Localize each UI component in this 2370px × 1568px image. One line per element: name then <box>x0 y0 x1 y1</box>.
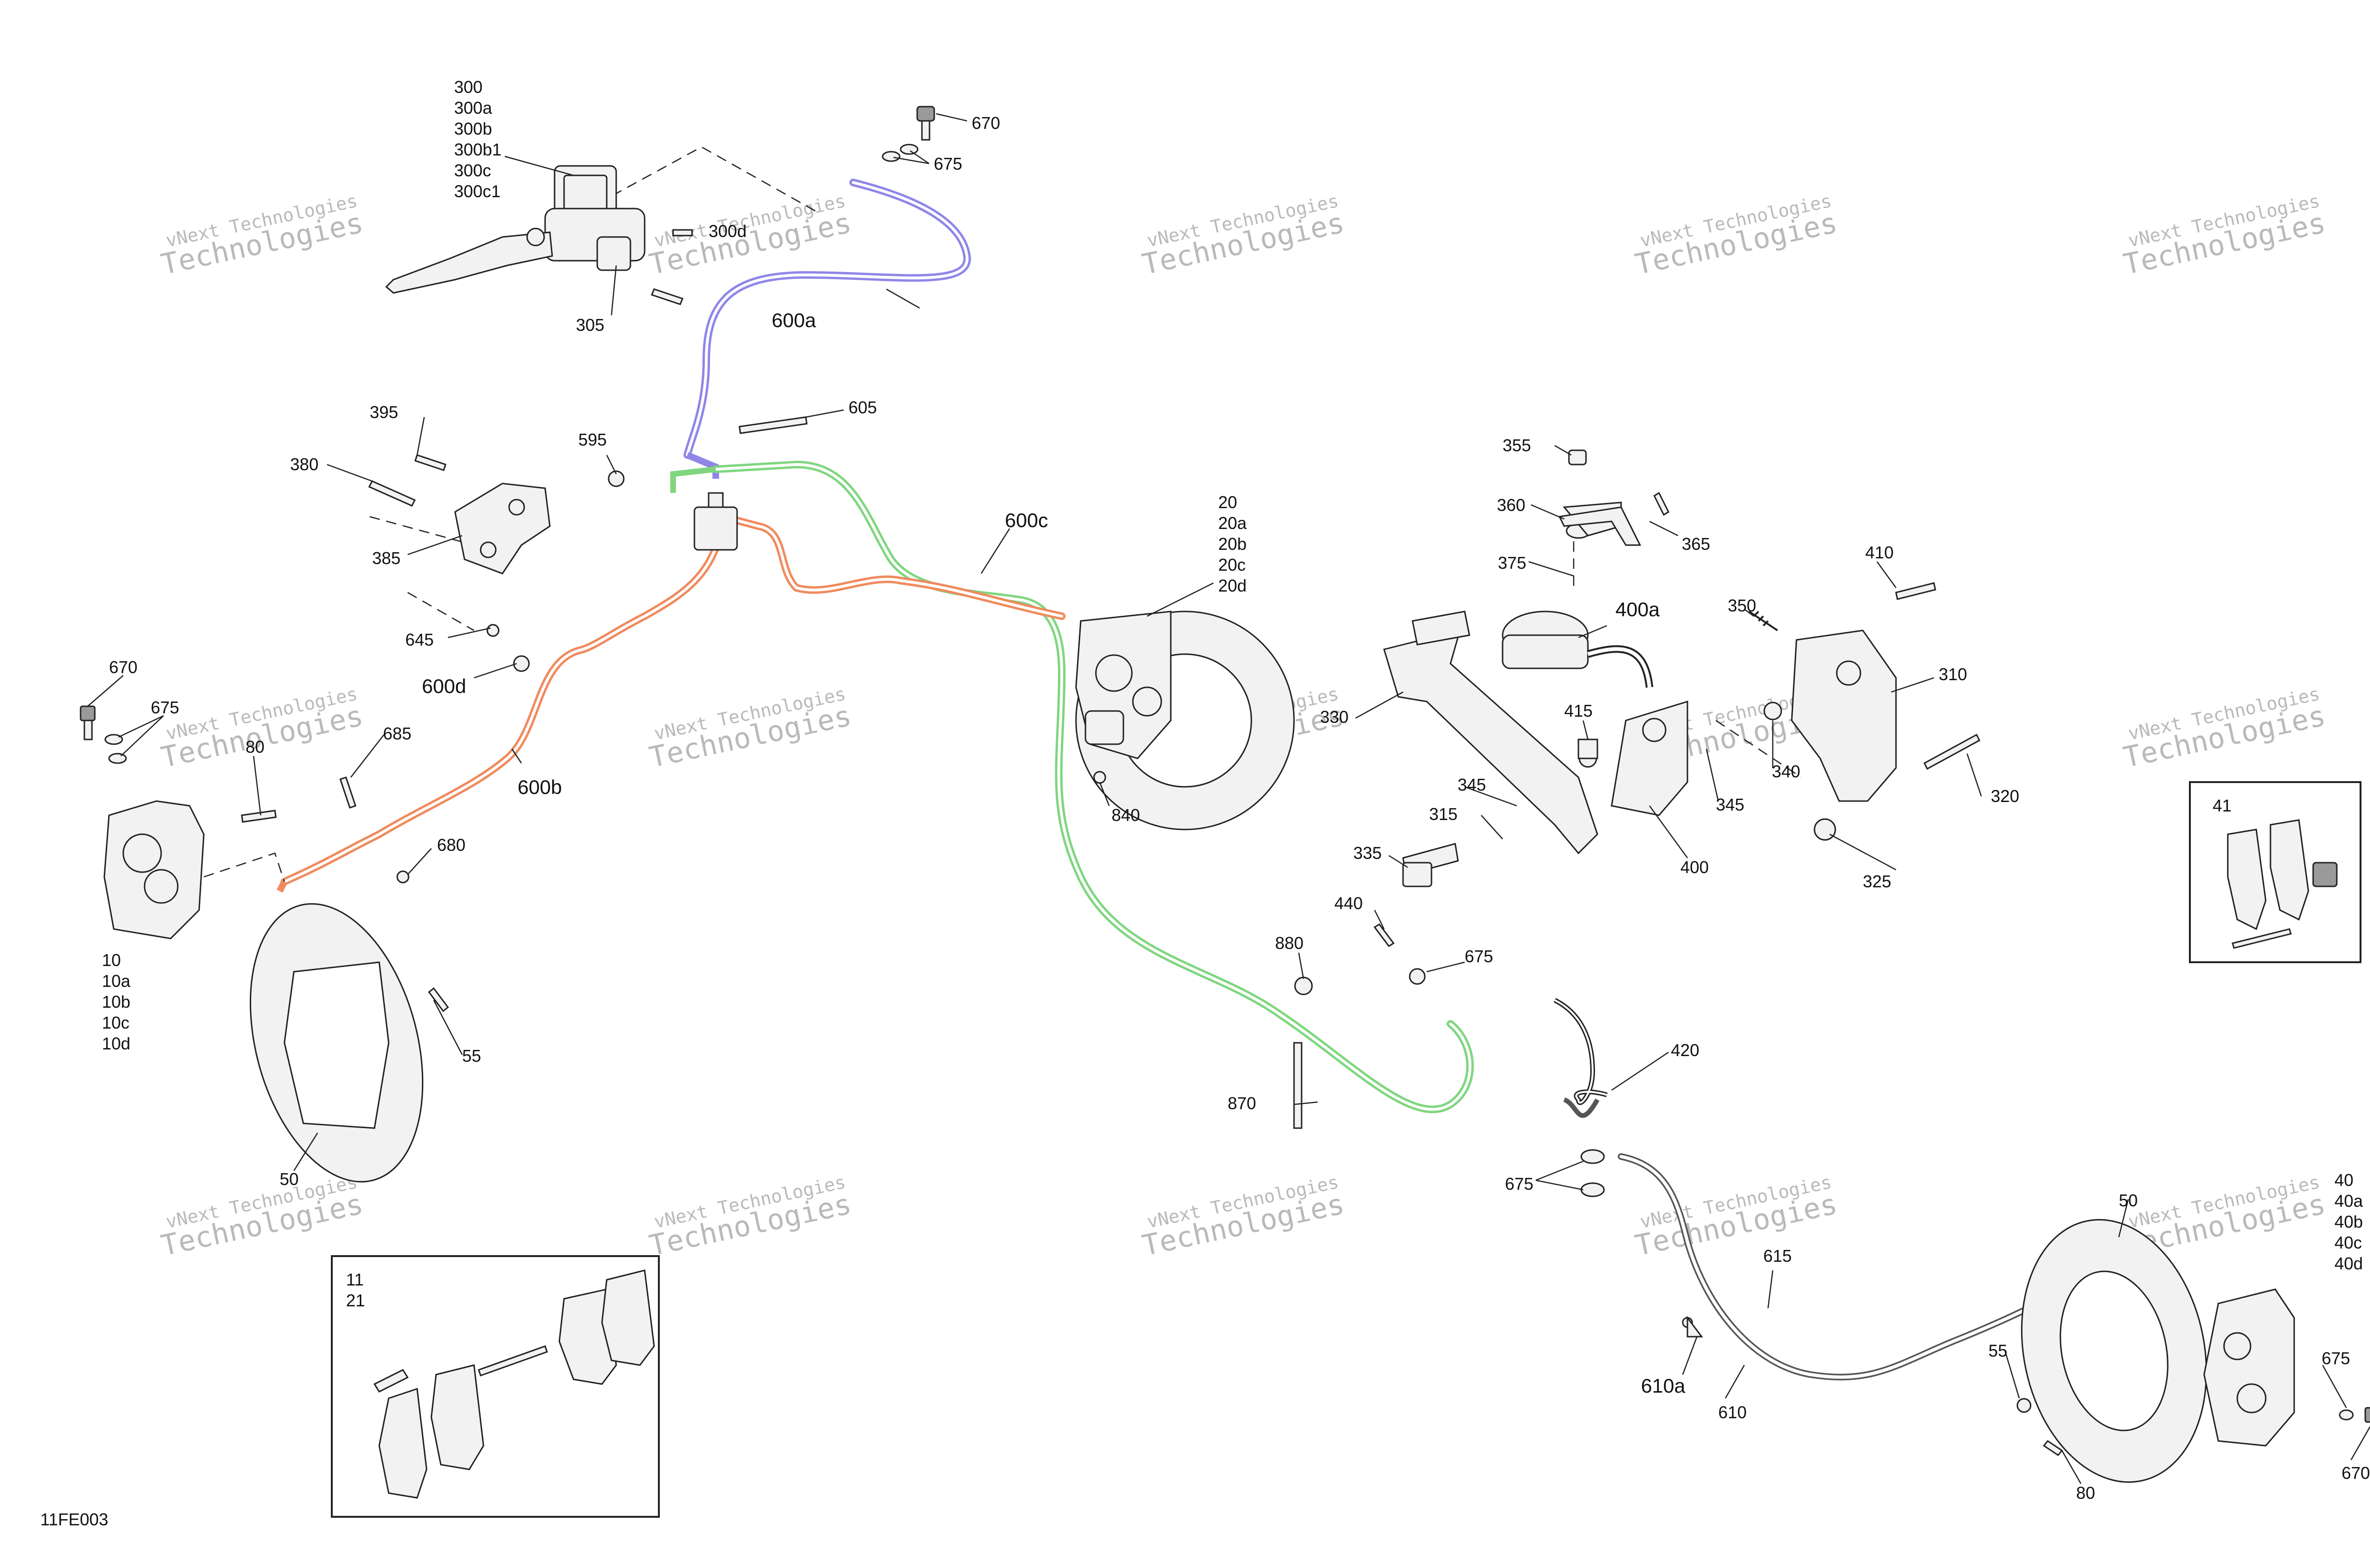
callout-365: 365 <box>1682 534 1710 554</box>
callout-80: 80 <box>246 737 264 757</box>
callout-20: 20 <box>1218 492 1237 512</box>
callout-21: 21 <box>346 1291 365 1310</box>
callout-675: 675 <box>151 698 179 717</box>
callout-610: 610 <box>1718 1403 1747 1422</box>
callout-10a: 10a <box>102 971 131 991</box>
callout-40d: 40d <box>2334 1254 2363 1273</box>
callout-600a: 600a <box>772 309 816 331</box>
callout-400a: 400a <box>1615 598 1660 620</box>
callout-595: 595 <box>578 430 607 449</box>
callout-20a: 20a <box>1218 513 1247 533</box>
callout-300d: 300d <box>709 221 747 241</box>
leader-lines <box>87 113 2370 1484</box>
callout-340: 340 <box>1772 762 1800 781</box>
callout-355: 355 <box>1503 436 1531 455</box>
callout-645: 645 <box>405 630 434 649</box>
parts <box>80 106 2370 1518</box>
callout-300c1: 300c1 <box>454 182 501 201</box>
abs-sensor-cable-420 <box>1553 998 1608 1105</box>
callout-380: 380 <box>290 455 319 474</box>
front-master-cylinder-300 <box>385 165 693 305</box>
brake-junction-block <box>608 416 808 551</box>
callout-50: 50 <box>280 1169 299 1189</box>
callout-320: 320 <box>1991 786 2019 806</box>
callout-675: 675 <box>934 154 962 173</box>
callout-300c: 300c <box>454 161 491 180</box>
callout-600b: 600b <box>518 776 562 798</box>
callout-680: 680 <box>437 835 465 855</box>
callout-670: 670 <box>972 113 1000 133</box>
callout-600d: 600d <box>422 675 466 697</box>
callout-10: 10 <box>102 950 121 970</box>
callout-610a: 610a <box>1641 1375 1686 1397</box>
callout-300: 300 <box>454 77 483 97</box>
callout-375: 375 <box>1498 553 1526 573</box>
callout-labels: 300 300a 300b 300b1 300c 300c1 300d 305 … <box>40 77 2370 1529</box>
callout-325: 325 <box>1863 872 1891 891</box>
brake-pedal-330 <box>1383 611 1598 887</box>
callout-330: 330 <box>1320 707 1349 727</box>
bracket-360 <box>1558 449 1669 546</box>
callout-675: 675 <box>2322 1349 2350 1368</box>
callout-40b: 40b <box>2334 1212 2363 1231</box>
callout-400: 400 <box>1680 857 1709 877</box>
callout-440: 440 <box>1334 893 1363 913</box>
callout-50: 50 <box>2119 1191 2138 1210</box>
callout-40a: 40a <box>2334 1191 2363 1211</box>
callout-600c: 600c <box>1005 509 1048 531</box>
callout-670: 670 <box>109 657 137 677</box>
callout-40c: 40c <box>2334 1233 2362 1252</box>
rear-brake-caliper-40 <box>2016 1219 2370 1483</box>
callout-605: 605 <box>848 398 877 417</box>
callout-305: 305 <box>576 315 604 335</box>
front-right-brake-caliper-20 <box>1075 611 1295 830</box>
callout-385: 385 <box>372 548 401 568</box>
callout-10d: 10d <box>102 1034 130 1053</box>
callout-300b1: 300b1 <box>454 140 501 159</box>
pedal-bracket-310 <box>1748 582 1980 841</box>
callout-350: 350 <box>1728 596 1756 615</box>
callout-55: 55 <box>462 1046 481 1066</box>
callout-11: 11 <box>346 1270 364 1289</box>
callout-20b: 20b <box>1218 534 1247 554</box>
callout-420: 420 <box>1671 1040 1699 1060</box>
callout-20c: 20c <box>1218 555 1246 574</box>
callout-315: 315 <box>1429 804 1458 824</box>
callout-615: 615 <box>1763 1246 1792 1266</box>
callout-345: 345 <box>1458 775 1486 794</box>
callout-840: 840 <box>1112 805 1140 825</box>
callout-395: 395 <box>370 402 398 422</box>
callout-41: 41 <box>2213 796 2232 815</box>
callout-870: 870 <box>1228 1094 1256 1113</box>
callout-10c: 10c <box>102 1013 129 1032</box>
brake-hose-600b <box>276 513 1066 893</box>
brake-lever <box>385 231 553 294</box>
callout-300b: 300b <box>454 119 492 138</box>
callout-880: 880 <box>1275 933 1304 953</box>
callout-670: 670 <box>2342 1463 2370 1483</box>
callout-10b: 10b <box>102 992 130 1012</box>
callout-410: 410 <box>1865 543 1894 562</box>
callout-80: 80 <box>2076 1483 2095 1503</box>
callout-300a: 300a <box>454 98 492 118</box>
inset-brake-pads-41 <box>2189 781 2361 963</box>
inset-brake-pads-11-21 <box>331 1255 660 1518</box>
callout-40: 40 <box>2334 1170 2353 1190</box>
callout-55: 55 <box>1988 1341 2007 1360</box>
callout-360: 360 <box>1497 495 1525 515</box>
diagram-code: 11FE003 <box>40 1510 108 1529</box>
front-left-brake-disc-50 <box>249 903 449 1183</box>
callout-335: 335 <box>1353 843 1382 863</box>
callout-345: 345 <box>1716 795 1744 814</box>
brake-hose-600c <box>670 460 1474 1113</box>
callout-675: 675 <box>1465 947 1493 966</box>
callout-20d: 20d <box>1218 576 1247 595</box>
callout-415: 415 <box>1564 701 1593 720</box>
bracket-385 <box>368 454 551 574</box>
banjo-bolt-670 <box>882 106 935 162</box>
callout-675: 675 <box>1505 1174 1533 1194</box>
callout-310: 310 <box>1939 665 1967 684</box>
callout-685: 685 <box>383 724 411 743</box>
